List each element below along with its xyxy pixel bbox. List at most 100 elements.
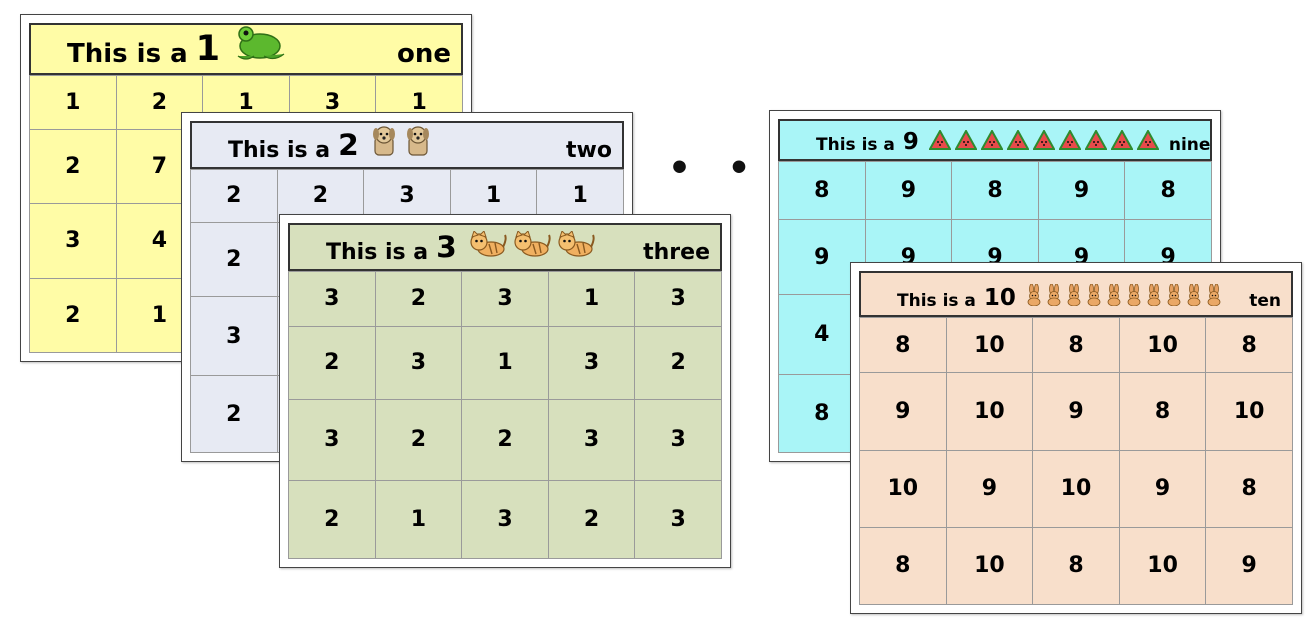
watermelon-slice-icon [1110,128,1134,155]
title-word: one [396,39,451,69]
grid-cell[interactable]: 10 [1118,316,1207,374]
title-pictures [369,125,433,163]
title-number: 9 [902,129,919,155]
grid-cell[interactable]: 8 [778,160,866,221]
grid-cell[interactable]: 3 [288,399,376,481]
grid-cell[interactable]: 8 [859,316,947,374]
grid-cell[interactable]: 9 [945,449,1034,528]
bunny-icon [1186,283,1202,311]
grid-cell[interactable]: 1 [547,271,636,327]
title-number: 1 [195,28,221,69]
grid-cell[interactable]: 10 [859,449,947,528]
title-pictures [467,230,595,265]
grid-cell[interactable]: 10 [945,526,1034,605]
cat-icon [511,230,551,265]
grid-cell[interactable]: 2 [547,479,636,559]
grid-cell[interactable]: 3 [190,296,278,377]
dog-icon [403,125,433,163]
grid-cell[interactable]: 3 [374,325,463,401]
grid-cell[interactable]: 2 [288,325,376,401]
grid-cell[interactable]: 8 [1032,316,1120,374]
grid-cell[interactable]: 2 [29,277,117,353]
grid-cell[interactable]: 10 [945,372,1034,451]
grid-cell[interactable]: 3 [547,325,636,401]
grid-cell[interactable]: 10 [1032,449,1120,528]
grid-cell[interactable]: 2 [374,271,463,327]
title-pictures [1026,283,1222,311]
title-prefix: This is a [67,39,188,69]
grid-cell[interactable]: 2 [190,169,278,223]
grid-cell[interactable]: 2 [634,325,722,401]
title-word: three [643,240,710,265]
title-pictures [928,128,1160,155]
title-word: nine [1168,135,1211,155]
grid-cell[interactable]: 8 [951,160,1039,221]
title-number: 3 [436,230,457,265]
grid-cell[interactable]: 3 [547,399,636,481]
title-prefix: This is a [816,135,895,155]
grid-cell[interactable]: 3 [461,479,549,559]
grid-cell[interactable]: 1 [449,169,538,223]
bunny-icon [1066,283,1082,311]
grid-cell[interactable]: 2 [461,399,549,481]
watermelon-slice-icon [954,128,978,155]
watermelon-slice-icon [928,128,952,155]
watermelon-slice-icon [1058,128,1082,155]
title-number: 10 [983,285,1016,311]
bunny-icon [1206,283,1222,311]
bunny-icon [1046,283,1062,311]
grid-cell[interactable]: 3 [634,271,722,327]
grid-cell[interactable]: 2 [288,479,376,559]
bunny-icon [1026,283,1042,311]
grid-cell[interactable]: 3 [288,271,376,327]
grid-cell[interactable]: 2 [374,399,463,481]
grid-cell[interactable]: 8 [1124,160,1212,221]
grid-cell[interactable]: 10 [945,316,1034,374]
slide-title: This is a 9 nine [778,119,1212,161]
grid-cell[interactable]: 3 [634,399,722,481]
title-number: 2 [338,128,359,163]
watermelon-slice-icon [980,128,1004,155]
grid-cell[interactable]: 8 [1118,372,1207,451]
title-word: ten [1249,291,1281,311]
grid-cell[interactable]: 9 [1032,372,1120,451]
grid-cell[interactable]: 8 [859,526,947,605]
dog-icon [369,125,399,163]
grid-cell[interactable]: 10 [1205,372,1293,451]
grid-cell[interactable]: 9 [864,160,953,221]
title-prefix: This is a [326,240,429,265]
grid-cell[interactable]: 8 [1205,316,1293,374]
grid-cell[interactable]: 3 [461,271,549,327]
title-prefix: This is a [897,291,976,311]
grid-cell[interactable]: 8 [1032,526,1120,605]
grid-cell[interactable]: 1 [29,75,117,130]
grid-cell[interactable]: 8 [1205,449,1293,528]
grid-cell[interactable]: 2 [29,128,117,205]
grid-cell[interactable]: 3 [634,479,722,559]
bunny-icon [1166,283,1182,311]
grid-cell[interactable]: 9 [1037,160,1126,221]
grid-cell[interactable]: 9 [1118,449,1207,528]
slide-title: This is a 10 ten [859,271,1293,317]
grid-cell[interactable]: 2 [190,221,278,298]
grid-cell[interactable]: 1 [461,325,549,401]
slide-title: This is a 3 three [288,223,722,271]
cat-icon [555,230,595,265]
grid-cell[interactable]: 1 [374,479,463,559]
grid-cell[interactable]: 9 [859,372,947,451]
grid-cell[interactable]: 3 [29,203,117,279]
grid-cell[interactable]: 9 [1205,526,1293,605]
grid-cell[interactable]: 2 [276,169,365,223]
grid-cell[interactable]: 10 [1118,526,1207,605]
grid-cell[interactable]: 2 [190,375,278,453]
